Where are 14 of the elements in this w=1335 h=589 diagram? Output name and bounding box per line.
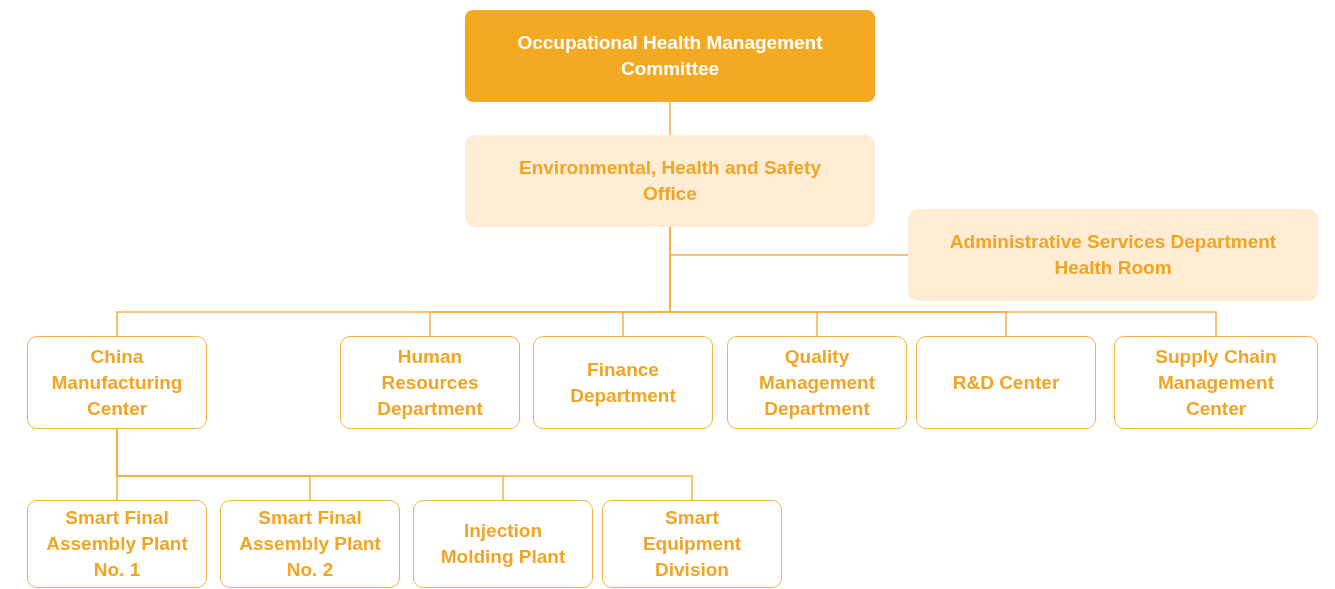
office-box: Environmental, Health and Safety Office bbox=[465, 135, 875, 227]
department-box: Smart Equipment Division bbox=[602, 500, 782, 588]
department-box: Human Resources Department bbox=[340, 336, 520, 429]
department-box: Quality Management Department bbox=[727, 336, 907, 429]
department-box: R&D Center bbox=[916, 336, 1096, 429]
department-box: Injection Molding Plant bbox=[413, 500, 593, 588]
department-box: China Manufacturing Center bbox=[27, 336, 207, 429]
department-box: Supply Chain Management Center bbox=[1114, 336, 1318, 429]
connector-line bbox=[669, 101, 671, 136]
office-box: Administrative Services Department Health Room bbox=[908, 209, 1318, 301]
department-box: Smart Final Assembly Plant No. 1 bbox=[27, 500, 207, 588]
department-box: Finance Department bbox=[533, 336, 713, 429]
department-box: Smart Final Assembly Plant No. 2 bbox=[220, 500, 400, 588]
committee-box: Occupational Health Management Committee bbox=[465, 10, 875, 102]
